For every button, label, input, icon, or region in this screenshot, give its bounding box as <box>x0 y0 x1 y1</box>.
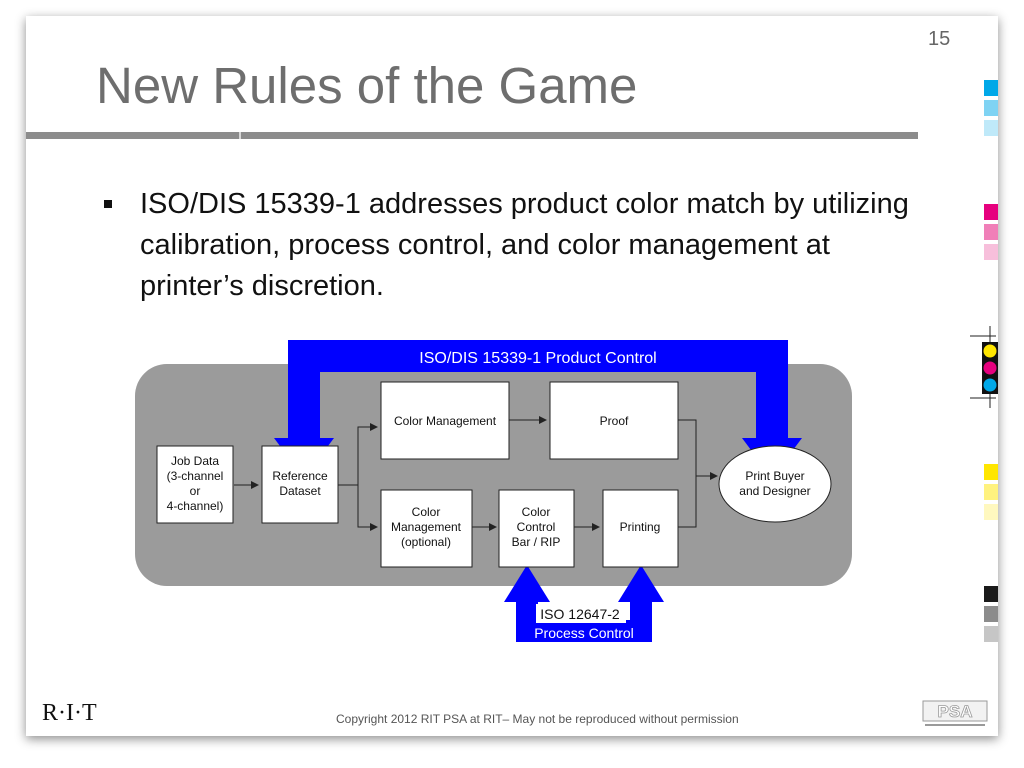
node-color-control-bar <box>498 489 575 568</box>
node-print-buyer-line-2: and Designer <box>739 484 810 498</box>
node-color-management-line-1: Color Management <box>394 414 497 428</box>
node-job-data-line-1: Job Data <box>171 454 219 468</box>
slide-title: New Rules of the Game <box>96 57 638 114</box>
node-reference-dataset <box>261 445 339 524</box>
color-swatch-cyan-2 <box>984 100 998 116</box>
color-swatch-yellow-2 <box>984 484 998 500</box>
process-control-label-box <box>536 604 626 623</box>
workflow-diagram: ISO/DIS 15339-1 Product Control ISO 1264… <box>135 340 852 642</box>
psa-logo-text: PSA <box>938 702 973 721</box>
copyright-text: Copyright 2012 RIT PSA at RIT– May not b… <box>336 712 739 726</box>
color-swatch-black-2 <box>984 606 998 622</box>
product-control-label: ISO/DIS 15339-1 Product Control <box>419 350 656 367</box>
process-control-label-line-2: Process Control <box>534 625 634 641</box>
slide: 15 New Rules of the Game ISO/DIS 15339-1… <box>26 16 998 736</box>
rit-logo: R·I·T <box>42 700 97 726</box>
color-swatch-yellow-1 <box>984 464 998 480</box>
node-job-data-line-3: or <box>190 484 201 498</box>
node-job-data-line-4: 4-channel) <box>167 499 224 513</box>
registration-mark-icon <box>970 326 998 408</box>
node-job-data <box>156 445 234 524</box>
connector-reference-branch-lower <box>357 485 378 531</box>
node-color-control-bar-line-3: Bar / RIP <box>512 535 561 549</box>
title-underline-divider <box>239 132 241 139</box>
node-color-management-optional-line-2: Management <box>391 520 462 534</box>
node-print-buyer-line-1: Print Buyer <box>745 469 804 483</box>
node-color-management-optional <box>380 489 473 568</box>
color-swatch-black-3 <box>984 626 998 642</box>
node-color-control-bar-line-1: Color <box>522 505 551 519</box>
node-reference-dataset-line-2: Dataset <box>279 484 321 498</box>
bullet-marker-icon <box>104 200 112 208</box>
node-printing-line-1: Printing <box>620 520 661 534</box>
page-number: 15 <box>928 28 951 50</box>
color-swatch-magenta-1 <box>984 204 998 220</box>
connector-outputs-to-buyer <box>678 419 697 528</box>
color-swatch-black-1 <box>984 586 998 602</box>
node-reference-dataset-line-1: Reference <box>272 469 328 483</box>
color-swatch-cyan-3 <box>984 120 998 136</box>
node-print-buyer <box>718 445 832 523</box>
node-color-control-bar-line-2: Control <box>517 520 556 534</box>
node-color-management-optional-line-3: (optional) <box>401 535 451 549</box>
color-swatch-magenta-2 <box>984 224 998 240</box>
title-underline <box>26 132 918 139</box>
node-color-management <box>380 381 510 460</box>
process-control-label-line-1: ISO 12647-2 <box>540 606 620 622</box>
product-control-arrow <box>274 340 802 478</box>
bullet-text: ISO/DIS 15339-1 addresses product color … <box>140 188 909 302</box>
color-swatch-yellow-3 <box>984 504 998 520</box>
node-color-management-optional-line-1: Color <box>412 505 441 519</box>
color-swatch-cyan-1 <box>984 80 998 96</box>
connector-reference-branch <box>338 423 378 486</box>
color-swatch-magenta-3 <box>984 244 998 260</box>
psa-logo-icon: PSA <box>922 700 988 726</box>
node-job-data-line-2: (3-channel <box>167 469 224 483</box>
node-printing <box>602 489 679 568</box>
node-proof <box>549 381 679 460</box>
node-proof-line-1: Proof <box>600 414 629 428</box>
